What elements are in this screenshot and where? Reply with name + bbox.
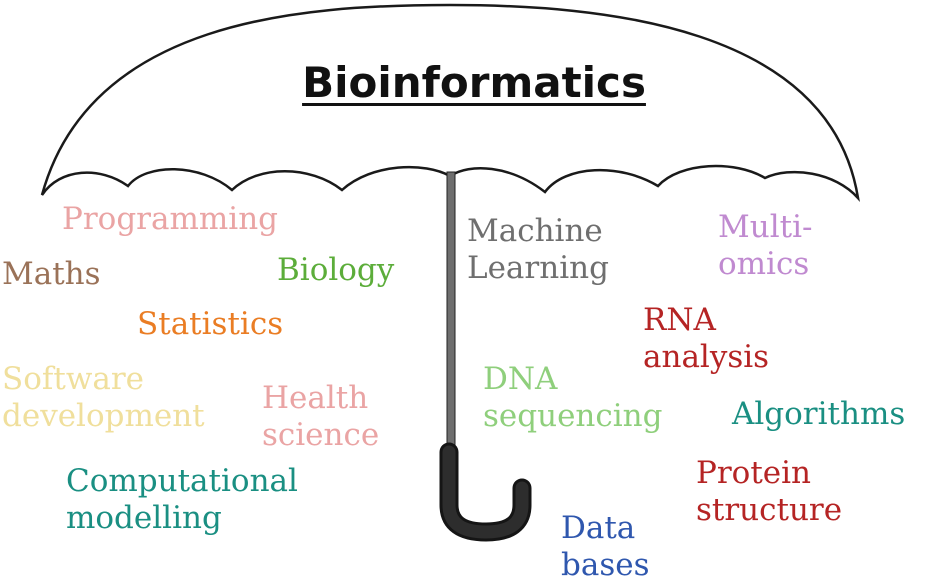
- term-protein-structure: Protein structure: [696, 455, 843, 528]
- term-biology: Biology: [277, 252, 395, 288]
- term-programming: Programming: [62, 201, 279, 237]
- term-machine-learning: Machine Learning: [467, 213, 609, 286]
- term-algorithms: Algorithms: [732, 396, 906, 432]
- term-rna-analysis: RNA analysis: [643, 302, 770, 375]
- term-statistics: Statistics: [137, 306, 284, 342]
- term-dna-sequencing: DNA sequencing: [483, 361, 663, 434]
- term-data-bases: Data bases: [561, 510, 650, 583]
- term-software-development: Software development: [2, 361, 205, 434]
- term-computational-modelling: Computational modelling: [66, 463, 298, 536]
- diagram-title: Bioinformatics: [302, 58, 646, 107]
- term-maths: Maths: [2, 256, 101, 292]
- umbrella-shaft: [446, 171, 456, 455]
- term-multi-omics: Multi- omics: [718, 209, 813, 282]
- term-health-science: Health science: [262, 380, 380, 453]
- umbrella-canopy: [40, 3, 860, 203]
